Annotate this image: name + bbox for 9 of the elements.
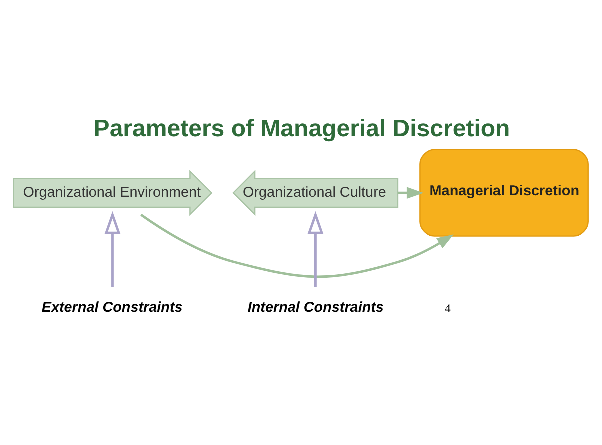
node-text: Internal Constraints	[248, 300, 384, 316]
arrow	[140, 214, 454, 278]
diagram-title: Parameters of Managerial Discretion	[94, 116, 510, 143]
arrow	[308, 211, 324, 288]
node-box: Managerial Discretion	[420, 149, 589, 237]
node-text: External Constraints	[42, 300, 183, 316]
label: 4	[444, 302, 451, 316]
arrow	[104, 211, 121, 288]
arrow	[398, 187, 424, 199]
